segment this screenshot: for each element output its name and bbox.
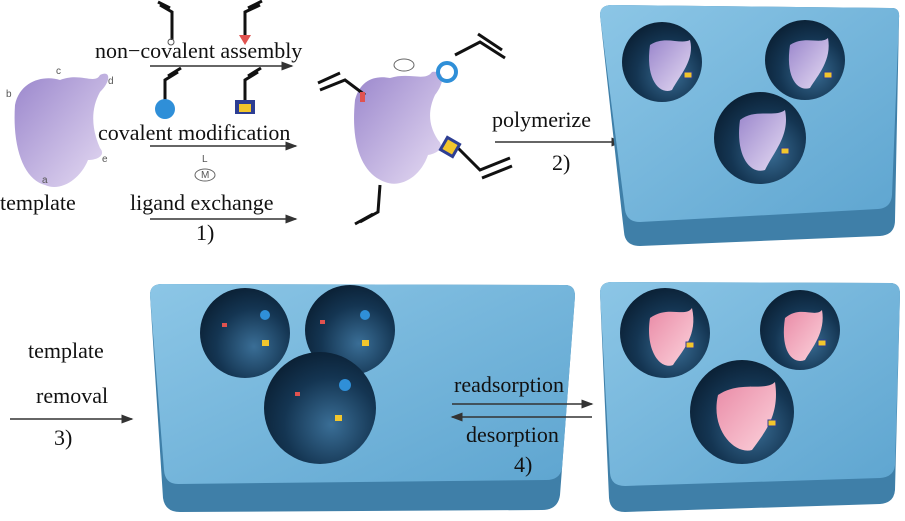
template-molecule: a b c d e <box>6 66 114 188</box>
step3-number: 3) <box>54 425 72 450</box>
metal-label: M <box>201 170 209 181</box>
site-label-e: e <box>102 154 108 165</box>
noncovalent-group-icon <box>167 38 175 46</box>
blue-group-icon <box>155 99 175 119</box>
monomers <box>157 0 263 100</box>
rebound-polymer-block <box>600 282 900 512</box>
ligand-label: ligand exchange <box>130 190 274 215</box>
template-removal-label-1: template <box>28 338 104 363</box>
step4-number: 4) <box>514 452 532 477</box>
step1-number: 1) <box>196 220 214 245</box>
red-group-icon <box>239 35 251 45</box>
template-complex <box>317 32 513 226</box>
imprinted-polymer-block <box>150 284 575 512</box>
desorption-label: desorption <box>466 422 559 447</box>
site-label-c: c <box>56 66 61 77</box>
polymer-block-with-template <box>600 5 900 246</box>
site-label-a: a <box>42 175 48 186</box>
ligand-symbol-label: L <box>202 154 208 165</box>
site-label-d: d <box>108 76 114 87</box>
step2-number: 2) <box>552 150 570 175</box>
readsorption-label: readsorption <box>454 372 564 397</box>
site-label-b: b <box>6 89 12 100</box>
template-label: template <box>0 190 76 215</box>
metal-complex-icon <box>194 168 216 182</box>
polymerize-label: polymerize <box>492 107 591 132</box>
covalent-label: covalent modification <box>98 120 290 145</box>
template-removal-label-2: removal <box>36 383 108 408</box>
noncovalent-label: non−covalent assembly <box>95 38 302 63</box>
